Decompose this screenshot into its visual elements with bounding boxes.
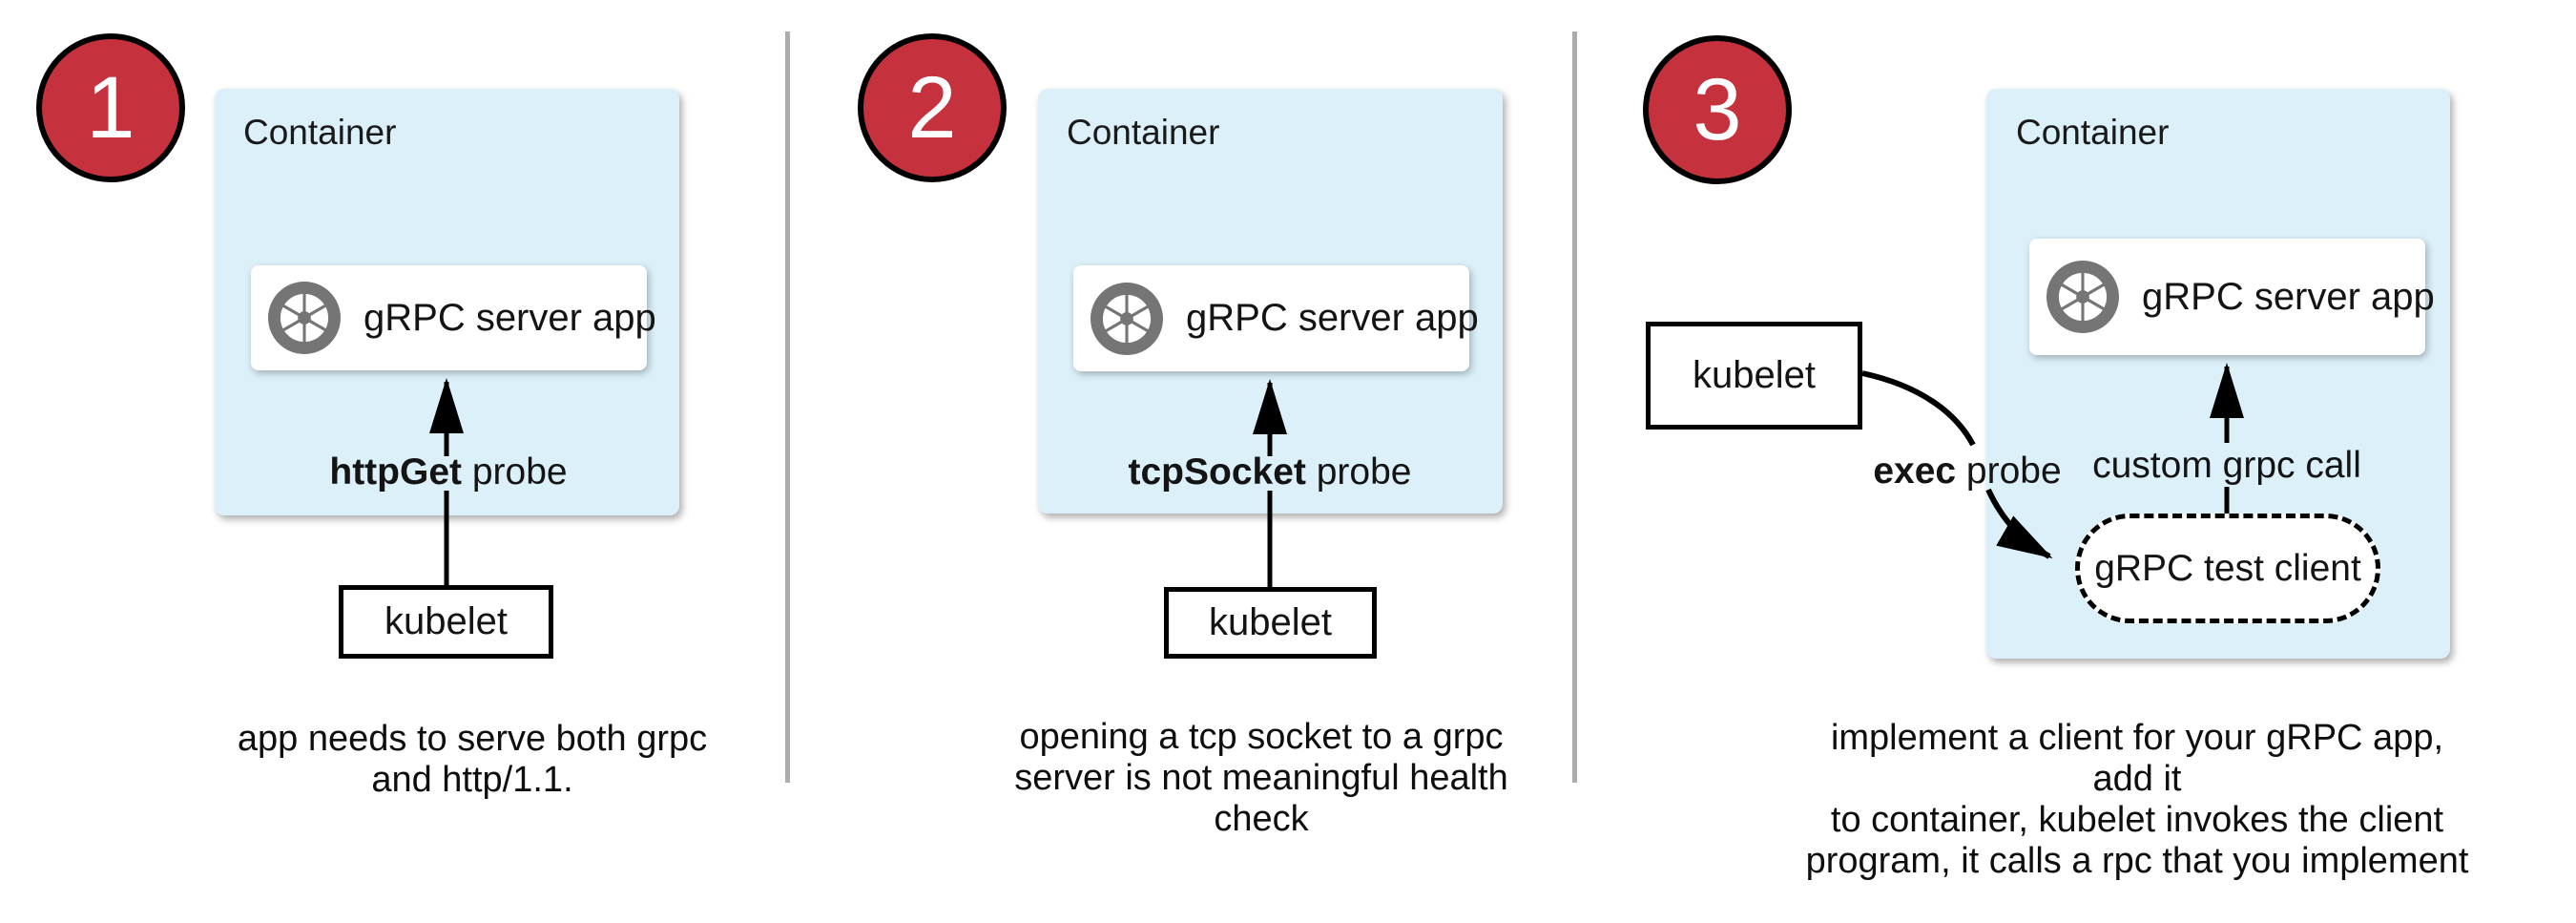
kubelet-label-2: kubelet — [1209, 601, 1332, 643]
custom-grpc-call-label: custom grpc call — [2092, 445, 2361, 486]
grpc-server-app-label-2: gRPC server app — [1186, 297, 1479, 339]
probe-type-3: exec — [1873, 451, 1957, 492]
caption-1-line-1: app needs to serve both grpc — [237, 719, 708, 759]
caption-1-line-2: and http/1.1. — [371, 760, 573, 800]
grpc-test-client-label: gRPC test client — [2094, 547, 2361, 589]
container-label-2: Container — [1067, 113, 1220, 152]
container-label-3: Container — [2016, 113, 2170, 152]
panel-divider-2 — [1572, 31, 1577, 783]
caption-3-line-2: to container, kubelet invokes the client — [1830, 800, 2444, 840]
caption-3: implement a client for your gRPC app, ad… — [1803, 718, 2471, 882]
probe-label-2: tcpSocket probe — [1079, 451, 1461, 493]
kubelet-label-3: kubelet — [1693, 354, 1816, 396]
grpc-test-client-box: gRPC test client — [2075, 514, 2380, 623]
step-2-badge: 2 — [858, 33, 1007, 182]
probe-word-1: probe — [462, 451, 568, 493]
probe-word-2: probe — [1305, 451, 1412, 493]
caption-2-line-2: server is not meaningful health — [1014, 758, 1508, 798]
grpc-server-app-box-1: gRPC server app — [251, 265, 656, 370]
caption-2: opening a tcp socket to a grpc server is… — [1004, 717, 1519, 840]
probe-word-3: probe — [1956, 451, 2062, 492]
camera-aperture-icon — [1091, 282, 1163, 355]
kubelet-label-1: kubelet — [384, 600, 508, 642]
caption-2-line-3: check — [1214, 799, 1309, 839]
grpc-server-app-label-3: gRPC server app — [2142, 275, 2435, 318]
grpc-server-app-box-2: gRPC server app — [1073, 265, 1479, 371]
caption-1: app needs to serve both grpc and http/1.… — [234, 719, 711, 801]
step-2-number: 2 — [907, 59, 957, 157]
step-3-number: 3 — [1693, 61, 1742, 158]
step-1-badge: 1 — [36, 33, 185, 182]
kubelet-box-1: kubelet — [339, 585, 553, 659]
probe-label-3: exec probe — [1824, 451, 2110, 493]
grpc-server-app-box-3: gRPC server app — [2029, 239, 2435, 355]
panel-divider-1 — [785, 31, 790, 783]
caption-2-line-1: opening a tcp socket to a grpc — [1019, 717, 1504, 757]
caption-3-line-1: implement a client for your gRPC app, ad… — [1830, 718, 2444, 799]
probe-label-1: httpGet probe — [258, 451, 639, 493]
container-label-1: Container — [243, 113, 397, 152]
camera-aperture-icon — [268, 282, 341, 354]
kubelet-box-3: kubelet — [1646, 322, 1862, 430]
camera-aperture-icon — [2046, 261, 2119, 333]
kubelet-box-2: kubelet — [1164, 587, 1377, 659]
caption-3-line-3: program, it calls a rpc that you impleme… — [1805, 841, 2469, 881]
step-1-number: 1 — [86, 59, 135, 157]
step-3-badge: 3 — [1643, 35, 1792, 184]
probe-type-1: httpGet — [329, 451, 463, 493]
grpc-server-app-label-1: gRPC server app — [364, 296, 656, 339]
probe-type-2: tcpSocket — [1128, 451, 1306, 493]
